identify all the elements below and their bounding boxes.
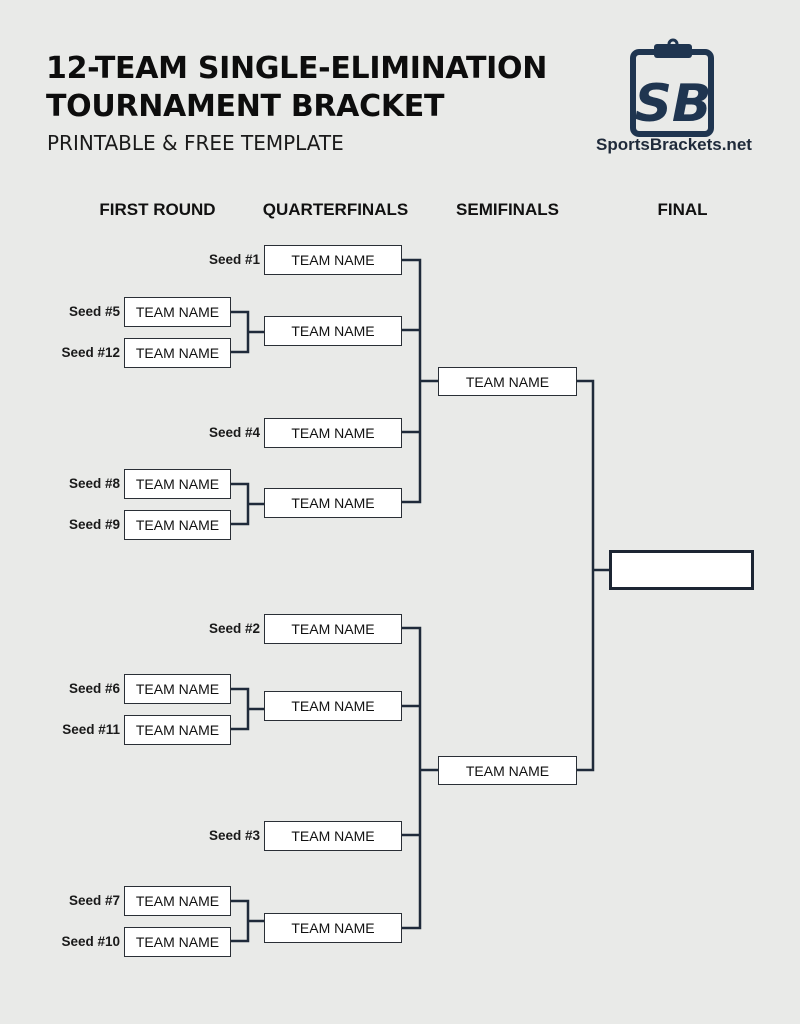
seed-label: Seed #3 — [208, 828, 260, 843]
seed-label: Seed #7 — [68, 893, 120, 908]
team-slot-qf[interactable]: TEAM NAME — [264, 245, 402, 275]
team-slot-qf[interactable]: TEAM NAME — [264, 418, 402, 448]
seed-label: Seed #2 — [208, 621, 260, 636]
team-slot-r1[interactable]: TEAM NAME — [124, 715, 231, 745]
seed-label: Seed #4 — [208, 425, 260, 440]
team-slot-qf[interactable]: TEAM NAME — [264, 821, 402, 851]
round-label-semifinals: SEMIFINALS — [456, 200, 559, 219]
seed-label: Seed #5 — [68, 304, 120, 319]
team-slot-r1[interactable]: TEAM NAME — [124, 338, 231, 368]
team-slot-qf[interactable]: TEAM NAME — [264, 913, 402, 943]
clipboard-icon: SB — [630, 38, 714, 137]
team-slot-r1[interactable]: TEAM NAME — [124, 297, 231, 327]
seed-label: Seed #8 — [68, 476, 120, 491]
round-label-final: FINAL — [657, 200, 708, 219]
team-slot-r1[interactable]: TEAM NAME — [124, 510, 231, 540]
team-slot-qf[interactable]: TEAM NAME — [264, 488, 402, 518]
team-slot-r1[interactable]: TEAM NAME — [124, 469, 231, 499]
round-label-quarterfinals: QUARTERFINALS — [262, 200, 409, 219]
seed-label: Seed #1 — [208, 252, 260, 267]
team-slot-r1[interactable]: TEAM NAME — [124, 927, 231, 957]
team-slot-r1[interactable]: TEAM NAME — [124, 886, 231, 916]
title-line-2: TOURNAMENT BRACKET — [46, 89, 445, 124]
team-slot-sf[interactable]: TEAM NAME — [438, 756, 577, 785]
seed-label: Seed #11 — [62, 722, 120, 737]
seed-label: Seed #10 — [61, 934, 120, 949]
round-label-first: FIRST ROUND — [99, 200, 216, 219]
seed-label: Seed #9 — [68, 517, 120, 532]
seed-label: Seed #6 — [68, 681, 120, 696]
subtitle: PRINTABLE & FREE TEMPLATE — [47, 131, 344, 155]
title-line-1: 12-TEAM SINGLE-ELIMINATION — [46, 51, 548, 86]
team-slot-qf[interactable]: TEAM NAME — [264, 614, 402, 644]
logo-site-name[interactable]: SportsBrackets.net — [596, 135, 752, 154]
team-slot-r1[interactable]: TEAM NAME — [124, 674, 231, 704]
page-title: 12-TEAM SINGLE-ELIMINATION TOURNAMENT BR… — [46, 50, 547, 126]
champion-slot[interactable] — [609, 550, 754, 590]
seed-label: Seed #12 — [61, 345, 120, 360]
logo-monogram: SB — [634, 74, 711, 134]
team-slot-sf[interactable]: TEAM NAME — [438, 367, 577, 396]
team-slot-qf[interactable]: TEAM NAME — [264, 691, 402, 721]
team-slot-qf[interactable]: TEAM NAME — [264, 316, 402, 346]
